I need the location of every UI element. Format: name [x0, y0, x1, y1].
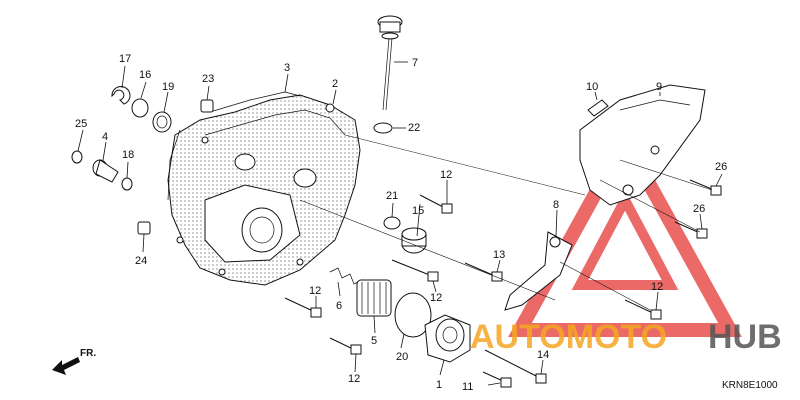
leader-lines — [77, 61, 723, 386]
watermark-part-b: HUB — [708, 318, 782, 356]
callout-21: 21 — [386, 190, 398, 202]
callout-2: 2 — [332, 78, 338, 90]
o-ring-21 — [383, 216, 401, 230]
filter-cover-1 — [424, 314, 471, 363]
callout-10: 10 — [586, 81, 598, 93]
bracket-8 — [504, 231, 573, 311]
callout-6: 6 — [336, 300, 342, 312]
callout-15: 15 — [412, 205, 424, 217]
callout-26a: 26 — [715, 161, 727, 173]
callout-4: 4 — [102, 131, 108, 143]
crankcase-cover — [167, 94, 361, 286]
callout-12b: 12 — [430, 292, 442, 304]
callout-12c: 12 — [309, 285, 321, 297]
diagram-code: KRN8E1000 — [722, 380, 778, 391]
callout-12d: 12 — [348, 373, 360, 385]
oil-filler-cap — [377, 15, 403, 111]
o-ring-20 — [394, 292, 432, 338]
callout-17: 17 — [119, 53, 131, 65]
callout-3: 3 — [284, 62, 290, 74]
callout-7: 7 — [412, 57, 418, 69]
direction-label: FR. — [80, 348, 96, 359]
strainer-15 — [401, 227, 427, 254]
tab-10 — [587, 99, 609, 117]
washer-16 — [131, 98, 149, 118]
bolt-26-a — [689, 179, 722, 196]
callout-13: 13 — [493, 249, 505, 261]
callout-20: 20 — [396, 351, 408, 363]
callout-22: 22 — [408, 122, 420, 134]
o-ring-22 — [373, 122, 393, 134]
cover-9 — [579, 84, 706, 206]
seal-19 — [152, 111, 172, 133]
watermark-part-a: AUTOMOTO — [470, 318, 667, 356]
o-ring-18 — [121, 177, 133, 191]
callout-14: 14 — [537, 349, 549, 361]
bolt-12-e — [624, 299, 662, 320]
callout-16: 16 — [139, 69, 151, 81]
callout-18: 18 — [122, 149, 134, 161]
bolt-12-d — [329, 337, 362, 355]
callout-11: 11 — [462, 381, 473, 393]
callout-1: 1 — [436, 379, 442, 391]
callout-8: 8 — [553, 199, 559, 211]
callouts: 1 2 3 4 5 6 7 8 9 10 11 12 12 12 12 12 1… — [75, 53, 727, 393]
gasket — [167, 91, 301, 201]
circlip-17 — [111, 86, 131, 105]
dowel-24 — [137, 221, 151, 235]
callout-12e: 12 — [651, 281, 663, 293]
callout-12a: 12 — [440, 169, 452, 181]
callout-9: 9 — [656, 81, 662, 93]
callout-24: 24 — [135, 255, 147, 267]
o-ring-25 — [71, 150, 83, 164]
callout-5: 5 — [371, 335, 377, 347]
callout-19: 19 — [162, 81, 174, 93]
callout-25: 25 — [75, 118, 87, 130]
front-arrow-icon: FR. — [52, 348, 96, 375]
oil-filter-5 — [356, 279, 392, 317]
watermark-text: AUTOMOTO HUB — [470, 318, 782, 356]
callout-23: 23 — [202, 73, 214, 85]
alignment-lines — [299, 134, 713, 311]
bolt-11 — [482, 371, 512, 388]
dowel-23 — [200, 99, 214, 113]
watermark-logo — [508, 125, 742, 337]
pin-4 — [92, 159, 119, 183]
callout-26b: 26 — [693, 203, 705, 215]
bolt-12-b — [391, 259, 439, 282]
